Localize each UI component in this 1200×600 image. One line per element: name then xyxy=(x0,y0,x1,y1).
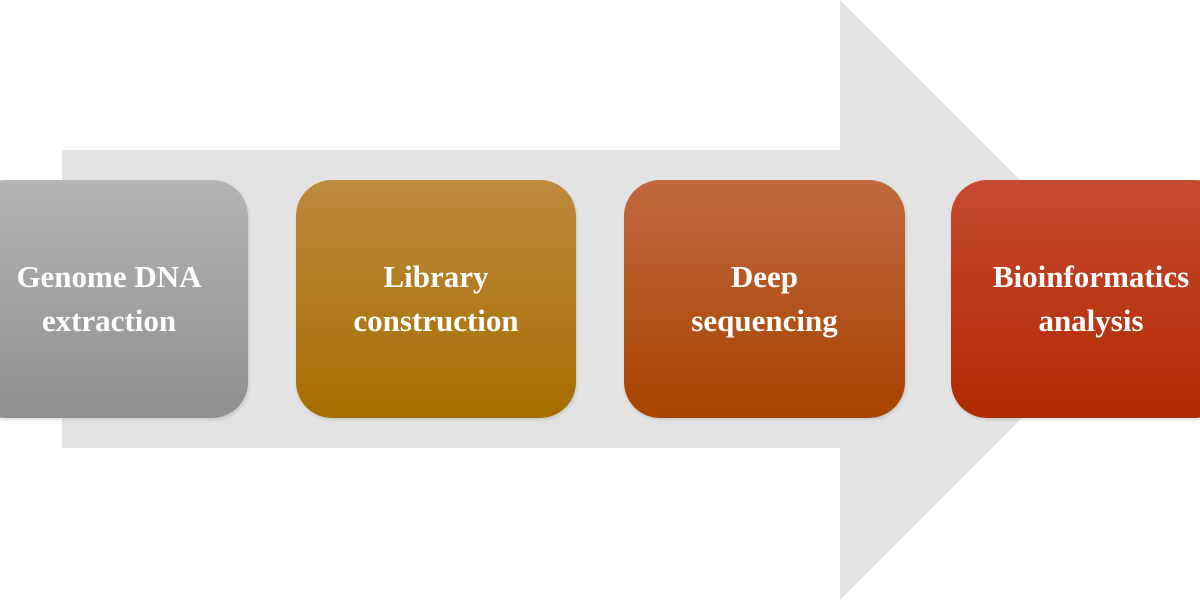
process-arrow-shape xyxy=(62,0,1140,600)
step-deep-sequencing: Deep sequencing xyxy=(624,180,905,418)
step-library-construction: Library construction xyxy=(296,180,576,418)
step-genome-dna-extraction: Genome DNA extraction xyxy=(0,180,248,418)
step-label: Genome DNA extraction xyxy=(16,259,202,338)
step-bioinformatics-analysis: Bioinformatics analysis xyxy=(951,180,1200,418)
step-label: Deep sequencing xyxy=(691,259,838,338)
step-label: Library construction xyxy=(353,259,519,338)
step-label: Bioinformatics analysis xyxy=(992,259,1190,338)
